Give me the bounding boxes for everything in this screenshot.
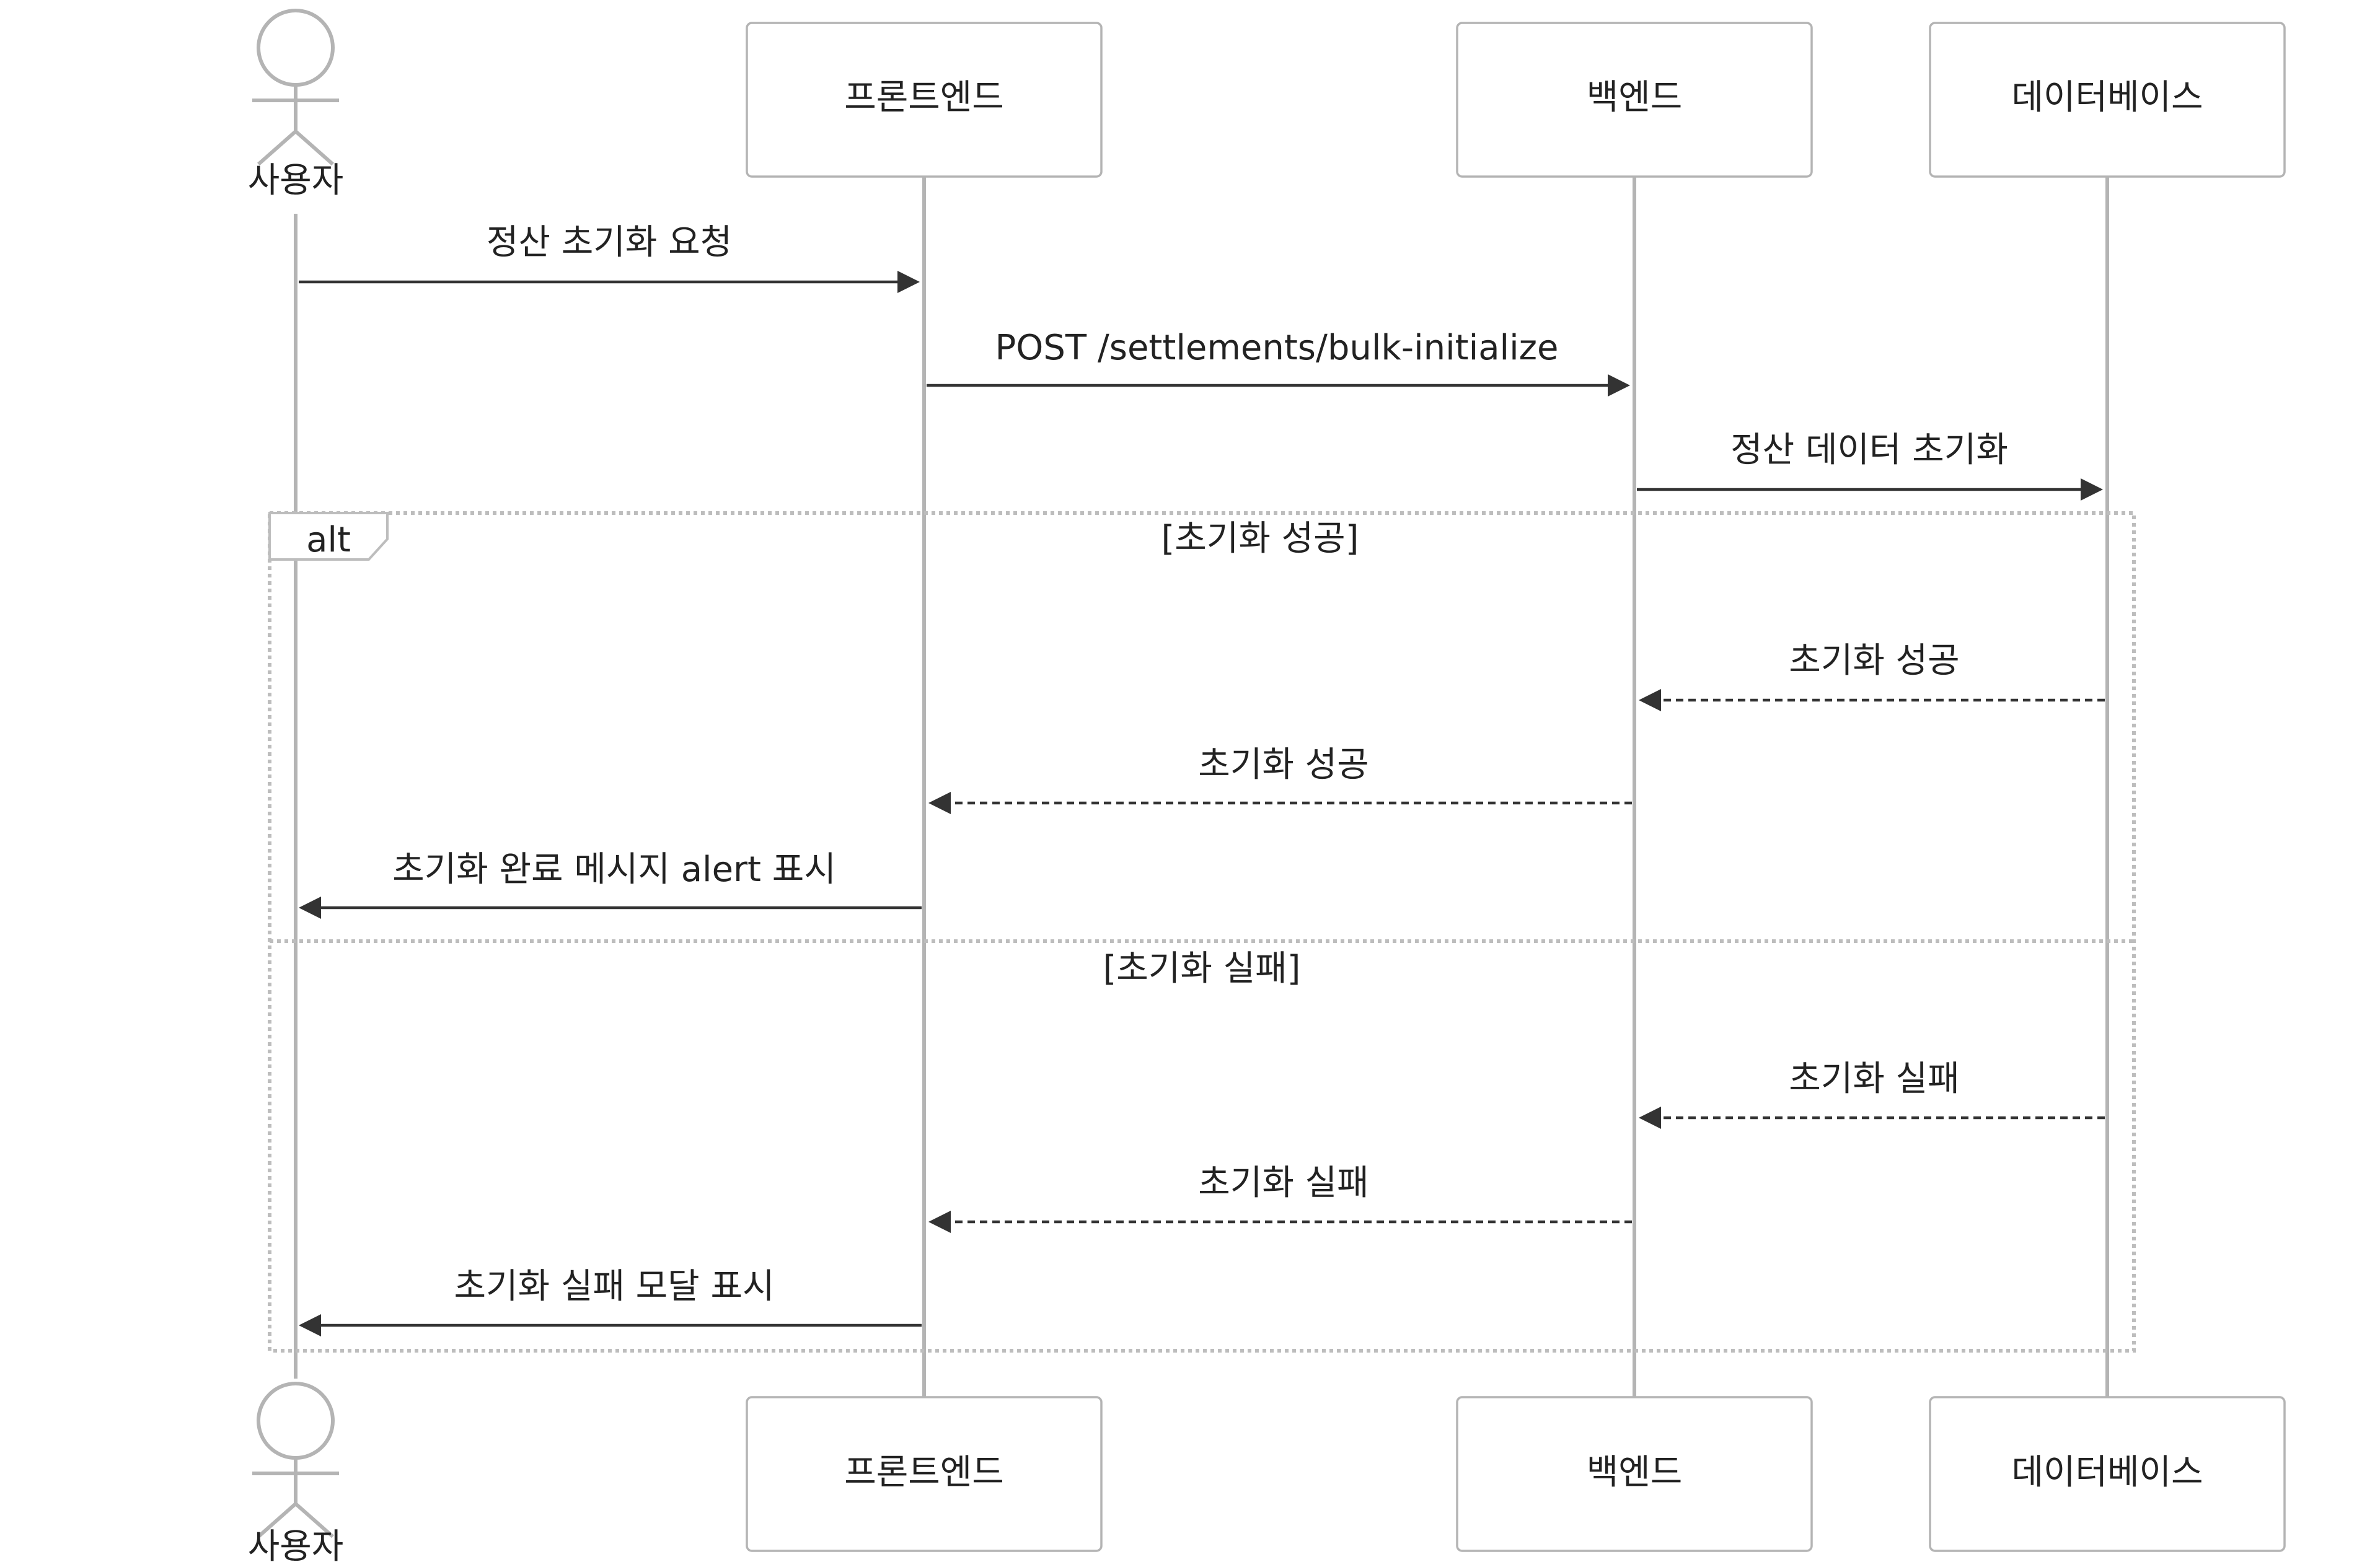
actor-leg-right-icon: [294, 1502, 334, 1538]
participant-label-user-bottom: 사용자: [248, 1527, 344, 1562]
message-9: 초기화 실패 모달 표시: [299, 1266, 922, 1336]
actor-leg-left-icon: [257, 129, 297, 166]
participant-database-top: 데이터베이스: [1929, 22, 2286, 178]
participant-box-backend-bottom: [1456, 1396, 1813, 1552]
participant-label-database-bottom: 데이터베이스: [2011, 1452, 2203, 1493]
alt-frame: [268, 511, 2136, 1353]
message-8-label: 초기화 실패: [1198, 1163, 1368, 1203]
arrow-left-icon: [299, 897, 321, 919]
participant-box-database-top: [1929, 22, 2286, 178]
alt-condition-failure: [초기화 실패]: [1103, 949, 1300, 989]
message-3: 정산 데이터 초기화: [1637, 430, 2103, 501]
arrow-left-icon: [928, 792, 951, 814]
arrow-right-icon: [1608, 374, 1630, 397]
message-1: 정산 초기화 요청: [299, 222, 920, 293]
alt-fragment: alt [초기화 성공] [초기화 실패]: [268, 511, 2136, 1353]
participant-label-frontend-top: 프론트엔드: [844, 77, 1004, 118]
message-4-label: 초기화 성공: [1789, 641, 1959, 681]
message-7: 초기화 실패: [1639, 1059, 2105, 1129]
message-8: 초기화 실패: [928, 1163, 1632, 1233]
participant-label-user-top: 사용자: [248, 160, 344, 201]
message-6: 초기화 완료 메시지 alert 표시: [299, 849, 922, 919]
actor-leg-left-icon: [257, 1502, 297, 1538]
participant-box-database-bottom: [1929, 1396, 2286, 1552]
participant-label-database-top: 데이터베이스: [2011, 77, 2203, 118]
arrow-left-icon: [299, 1314, 321, 1336]
participant-box-backend-top: [1456, 22, 1813, 178]
message-3-label: 정산 데이터 초기화: [1730, 430, 2008, 470]
participant-database-bottom: 데이터베이스: [1929, 1396, 2286, 1552]
participant-backend-bottom: 백엔드: [1456, 1396, 1813, 1552]
participant-frontend-bottom: 프론트엔드: [746, 1396, 1103, 1552]
message-2-label: POST /settlements/bulk-initialize: [995, 328, 1559, 368]
arrow-left-icon: [1639, 689, 1661, 711]
actor-leg-right-icon: [294, 129, 334, 166]
participant-frontend-top: 프론트엔드: [746, 22, 1103, 178]
message-6-label: 초기화 완료 메시지 alert 표시: [392, 849, 836, 890]
actor-user-top: 사용자: [248, 9, 344, 201]
actor-head-icon: [257, 1382, 335, 1460]
alt-keyword: alt: [306, 520, 351, 560]
message-9-label: 초기화 실패 모달 표시: [454, 1266, 774, 1307]
message-5: 초기화 성공: [928, 745, 1632, 814]
participant-label-frontend-bottom: 프론트엔드: [844, 1452, 1004, 1493]
participant-box-frontend-bottom: [746, 1396, 1103, 1552]
message-2: POST /settlements/bulk-initialize: [927, 328, 1630, 397]
arrow-left-icon: [928, 1211, 951, 1233]
message-7-label: 초기화 실패: [1789, 1059, 1959, 1099]
message-5-label: 초기화 성공: [1198, 745, 1368, 785]
message-1-label: 정산 초기화 요청: [487, 222, 732, 263]
alt-condition-success: [초기화 성공]: [1161, 519, 1359, 559]
participant-box-frontend-top: [746, 22, 1103, 178]
alt-tab: [268, 512, 389, 561]
arrow-left-icon: [1639, 1107, 1661, 1129]
arrow-right-icon: [2081, 478, 2103, 501]
participant-label-backend-top: 백엔드: [1587, 77, 1683, 118]
participant-backend-top: 백엔드: [1456, 22, 1813, 178]
message-4: 초기화 성공: [1639, 641, 2105, 711]
participant-label-backend-bottom: 백엔드: [1587, 1452, 1683, 1493]
arrow-right-icon: [897, 271, 920, 293]
actor-user-bottom: 사용자: [248, 1382, 344, 1562]
actor-head-icon: [257, 9, 335, 87]
